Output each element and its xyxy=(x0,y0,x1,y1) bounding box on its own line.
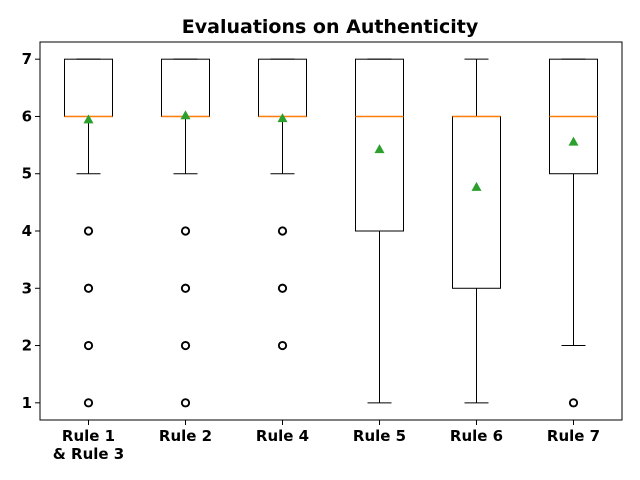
plot-frame xyxy=(39,41,623,421)
outlier-point-overlap xyxy=(278,341,287,350)
x-tick-label: & Rule 3 xyxy=(53,445,125,463)
outlier-point-overlap xyxy=(84,227,93,235)
outlier-point xyxy=(568,398,579,408)
mean-marker xyxy=(277,113,288,123)
outlier-point-overlap xyxy=(84,399,93,407)
box-iqr xyxy=(258,58,307,117)
mean-marker xyxy=(83,114,94,124)
mean-marker xyxy=(374,144,385,154)
outlier-point-overlap xyxy=(181,399,190,407)
outlier-point-overlap xyxy=(278,227,287,235)
outlier-point-overlap xyxy=(569,399,578,407)
outlier-point-overlap xyxy=(181,227,190,235)
box-group xyxy=(549,58,598,408)
y-tick-label: 2 xyxy=(22,337,32,355)
outlier-point xyxy=(83,340,94,351)
outlier-point xyxy=(83,283,94,293)
y-tick-label: 7 xyxy=(22,50,32,68)
box-group xyxy=(452,58,501,404)
box-iqr xyxy=(64,58,113,117)
outlier-point xyxy=(83,398,94,408)
outlier-point xyxy=(83,226,94,236)
x-tick-label: Rule 6 xyxy=(450,427,503,445)
mean-marker xyxy=(180,110,191,120)
y-tick-label: 1 xyxy=(22,394,32,412)
x-tick-label: Rule 5 xyxy=(353,427,406,445)
box-iqr xyxy=(452,115,501,289)
y-tick-label: 3 xyxy=(22,279,32,297)
box-iqr xyxy=(161,58,210,117)
chart-title: Evaluations on Authenticity xyxy=(182,16,479,38)
outlier-point xyxy=(180,226,191,236)
box-iqr xyxy=(355,58,404,232)
x-tick-label: Rule 1 xyxy=(62,427,115,445)
box-group xyxy=(355,58,404,404)
box-group xyxy=(64,58,113,408)
y-tick-label: 6 xyxy=(22,107,32,125)
outlier-point xyxy=(277,226,288,236)
outlier-point-overlap xyxy=(84,341,93,350)
outlier-point-overlap xyxy=(181,284,190,292)
box-group xyxy=(258,58,307,351)
x-tick-label: Rule 7 xyxy=(547,427,600,445)
outlier-point-overlap xyxy=(181,341,190,350)
outlier-point xyxy=(180,398,191,408)
y-tick-label: 4 xyxy=(22,222,32,240)
outlier-point xyxy=(277,340,288,351)
outlier-point-overlap xyxy=(84,284,93,292)
x-tick-label: Rule 4 xyxy=(256,427,309,445)
outlier-point xyxy=(180,283,191,293)
box-group xyxy=(161,58,210,408)
outlier-point-overlap xyxy=(278,284,287,292)
mean-marker xyxy=(471,181,482,191)
x-tick-label: Rule 2 xyxy=(159,427,212,445)
mean-marker xyxy=(568,136,579,146)
outlier-point xyxy=(180,340,191,351)
outlier-point xyxy=(277,283,288,293)
y-tick-label: 5 xyxy=(22,165,32,183)
